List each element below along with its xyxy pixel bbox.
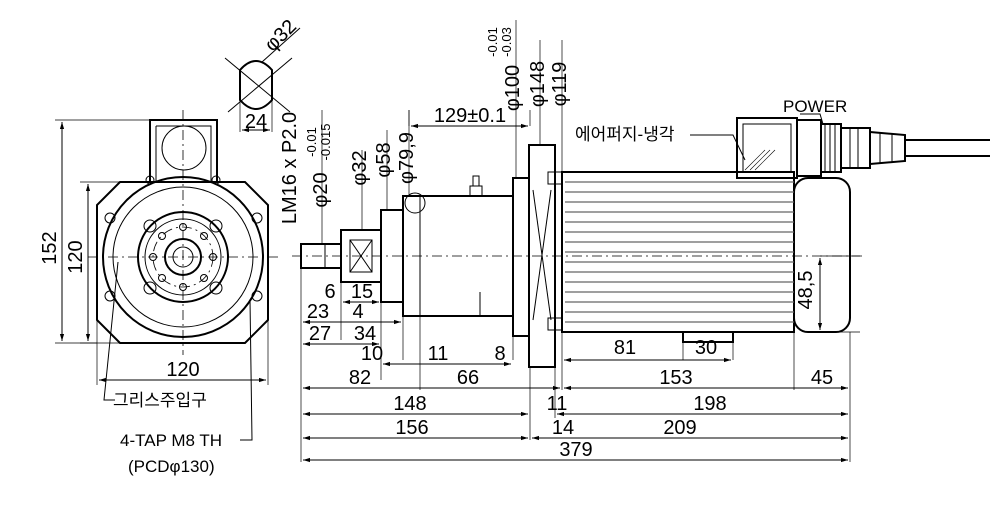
front-flange-outline <box>96 181 269 344</box>
dim-156: 156 <box>395 417 428 439</box>
dim-30: 30 <box>695 337 717 359</box>
power-cable <box>905 139 990 157</box>
side-view <box>292 117 990 368</box>
dim-120-vertical: 120 <box>65 240 87 273</box>
dim-11a: 11 <box>428 343 449 365</box>
label-pcd: (PCDφ130) <box>128 457 215 476</box>
dim-8: 8 <box>494 343 505 365</box>
power-connector <box>796 119 822 177</box>
dim-34: 34 <box>354 323 376 345</box>
front-tap-holes <box>104 175 263 302</box>
dim-129: 129±0.1 <box>434 105 506 127</box>
dim-24: 24 <box>245 111 267 133</box>
dim-45: 45 <box>811 367 833 389</box>
dim-phi58: φ58 <box>373 142 395 177</box>
label-power: POWER <box>783 97 847 116</box>
dim-209: 209 <box>663 417 696 439</box>
dim-10: 10 <box>361 343 383 365</box>
dim-120-horizontal: 120 <box>166 359 199 381</box>
dim-phi32-detail: φ32 <box>261 16 301 56</box>
dim-phi20-tol-top: -0.01 <box>304 127 319 157</box>
dim-198: 198 <box>693 393 726 415</box>
label-tap: 4-TAP M8 TH <box>120 431 222 450</box>
dim-phi119: φ119 <box>549 62 571 107</box>
cooling-fins <box>565 181 794 323</box>
dim-23: 23 <box>307 301 329 323</box>
dim-82: 82 <box>349 367 371 389</box>
dim-phi32: φ32 <box>349 150 371 185</box>
dim-15: 15 <box>351 281 373 303</box>
horizontal-dims: 6 15 23 4 27 34 10 11 8 81 30 82 66 153 … <box>300 268 851 463</box>
front-view: 152 120 120 그리스주입구 4-TAP M8 TH (PCDφ130) <box>39 110 280 476</box>
dim-phi148: φ148 <box>527 61 549 107</box>
dim-66: 66 <box>457 367 479 389</box>
label-grease-inlet: 그리스주입구 <box>113 391 207 410</box>
dim-phi100-tol-bot: -0.03 <box>499 27 514 57</box>
dim-14: 14 <box>552 417 574 439</box>
dim-phi20: φ20 <box>310 172 332 207</box>
label-air-purge: 에어퍼지-냉각 <box>575 125 675 144</box>
diameter-dims: LM16 x P2.0 φ20 -0.01 -0.015 φ32 φ58 φ79… <box>279 20 860 333</box>
dim-phi79: φ79,9 <box>396 132 418 184</box>
dim-11b: 11 <box>547 393 568 415</box>
dim-phi20-tol-bot: -0.015 <box>318 124 333 161</box>
dim-phi100: φ100 <box>502 65 524 111</box>
dim-81: 81 <box>614 337 636 359</box>
dim-152: 152 <box>39 231 61 264</box>
front-connector-box <box>149 119 218 183</box>
dim-379: 379 <box>559 439 592 461</box>
dim-48-5: 48,5 <box>795 271 817 310</box>
dim-153: 153 <box>659 367 692 389</box>
dim-4: 4 <box>352 301 363 323</box>
dim-27: 27 <box>309 323 331 345</box>
dim-6: 6 <box>324 281 335 303</box>
dim-thread: LM16 x P2.0 <box>279 112 301 224</box>
dim-phi100-tol-top: -0.01 <box>485 27 500 57</box>
dim-148: 148 <box>393 393 426 415</box>
